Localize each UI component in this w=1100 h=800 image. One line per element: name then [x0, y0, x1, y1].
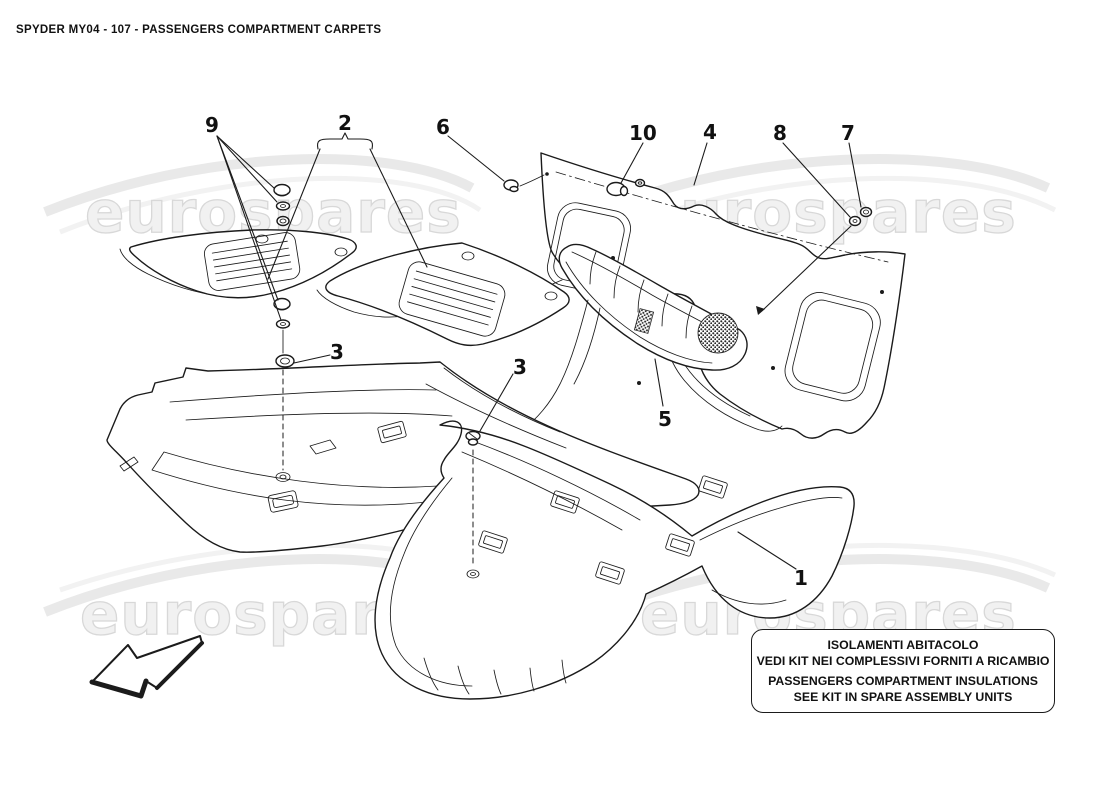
- leader-lines: [216, 132, 862, 570]
- callout-3a: 3: [330, 340, 344, 364]
- callout-1: 1: [794, 566, 808, 590]
- fastener-stack-lower: [273, 297, 295, 471]
- callout-10: 10: [629, 121, 657, 145]
- fastener-center-screw: [465, 430, 481, 579]
- note-line-italian-2: VEDI KIT NEI COMPLESSIVI FORNITI A RICAM…: [756, 654, 1050, 668]
- callout-5: 5: [658, 407, 672, 431]
- lower-floor-carpet-drawing: [374, 420, 855, 700]
- note-line-english-1: PASSENGERS COMPARTMENT INSULATIONS: [768, 674, 1038, 688]
- fastener-nut-7: [859, 206, 873, 218]
- callout-labels: 9 2 6 10 4 8 7 3 3 5 1: [205, 111, 855, 590]
- callout-4: 4: [703, 120, 717, 144]
- fastener-pin-10: [606, 178, 646, 197]
- main-floor-carpet-drawing: [106, 361, 700, 553]
- left-floor-mat-drawing: [119, 229, 357, 299]
- ribbed-sill-strip-drawing: [519, 243, 748, 431]
- direction-arrow: [89, 635, 204, 699]
- left-mat-heel-pad: [203, 232, 301, 291]
- callout-9: 9: [205, 113, 219, 137]
- callout-2: 2: [338, 111, 352, 135]
- callout-3b: 3: [513, 355, 527, 379]
- fastener-stack-upper: [273, 183, 291, 227]
- speaker-grille-patch: [697, 312, 739, 354]
- page-title: SPYDER MY04 - 107 - PASSENGERS COMPARTME…: [16, 24, 382, 36]
- center-mat-heel-pad: [398, 261, 506, 337]
- insulation-patch: [633, 308, 655, 334]
- insulation-note-box: ISOLAMENTI ABITACOLO VEDI KIT NEI COMPLE…: [751, 629, 1055, 713]
- note-line-english-2: SEE KIT IN SPARE ASSEMBLY UNITS: [793, 690, 1013, 704]
- callout-8: 8: [773, 121, 787, 145]
- note-line-italian-1: ISOLAMENTI ABITACOLO: [827, 638, 979, 652]
- panel-right-cutout: [784, 292, 881, 402]
- center-floor-mat-drawing: [316, 242, 570, 347]
- callout-7: 7: [841, 121, 855, 145]
- callout-6: 6: [436, 115, 450, 139]
- fastener-pin-6: [503, 172, 549, 193]
- fastener-washer-8: [848, 215, 862, 227]
